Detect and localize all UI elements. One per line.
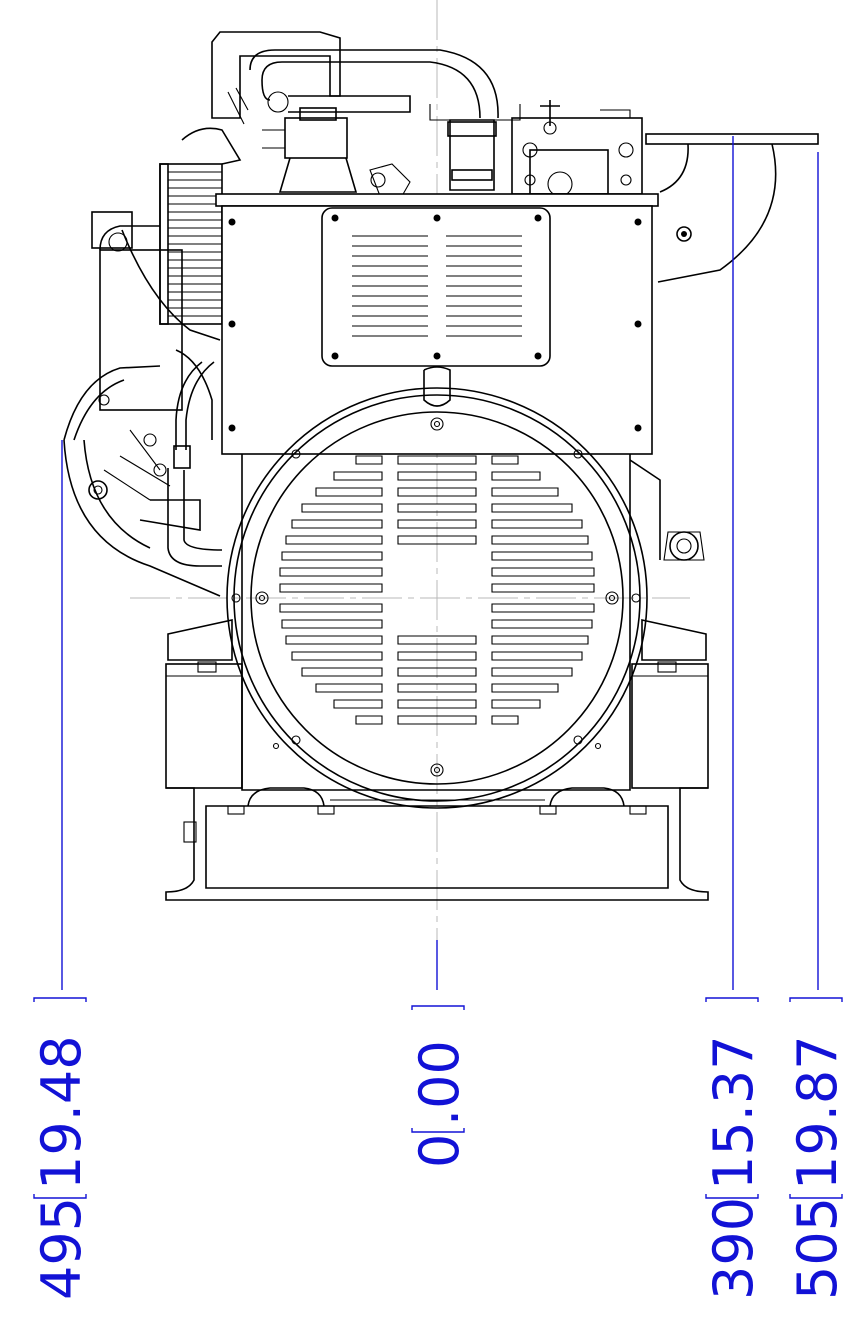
dimension-inch-value: 15.37 [702, 1035, 765, 1190]
dimension-mm-value: 495 [30, 1197, 93, 1300]
dimension-label-right-inner: 390 15.37 [702, 997, 765, 1300]
dimension-label-right-outer: 505 19.87 [786, 997, 849, 1300]
control-box [215, 193, 659, 455]
mounting-flange [645, 133, 819, 283]
dimension-label-left: 495 19.48 [30, 997, 93, 1300]
skid-base [165, 619, 709, 901]
dimension-mm-value: 0 [408, 1134, 471, 1168]
dimension-inch-value: .00 [408, 1040, 471, 1126]
dimension-mm-value: 390 [702, 1197, 765, 1300]
exhaust-elbow [211, 31, 499, 125]
dimension-inch-value: 19.48 [30, 1035, 93, 1190]
coolant-hose [167, 361, 223, 567]
dimension-lines [61, 136, 819, 990]
dimension-label-center: 0 .00 [408, 1005, 471, 1168]
top-components [262, 100, 643, 197]
dimension-mm-value: 505 [786, 1197, 849, 1300]
air-filter [159, 127, 242, 325]
generator-housing [226, 366, 705, 809]
starter-assembly [63, 211, 221, 597]
dimension-inch-value: 19.87 [786, 1035, 849, 1190]
